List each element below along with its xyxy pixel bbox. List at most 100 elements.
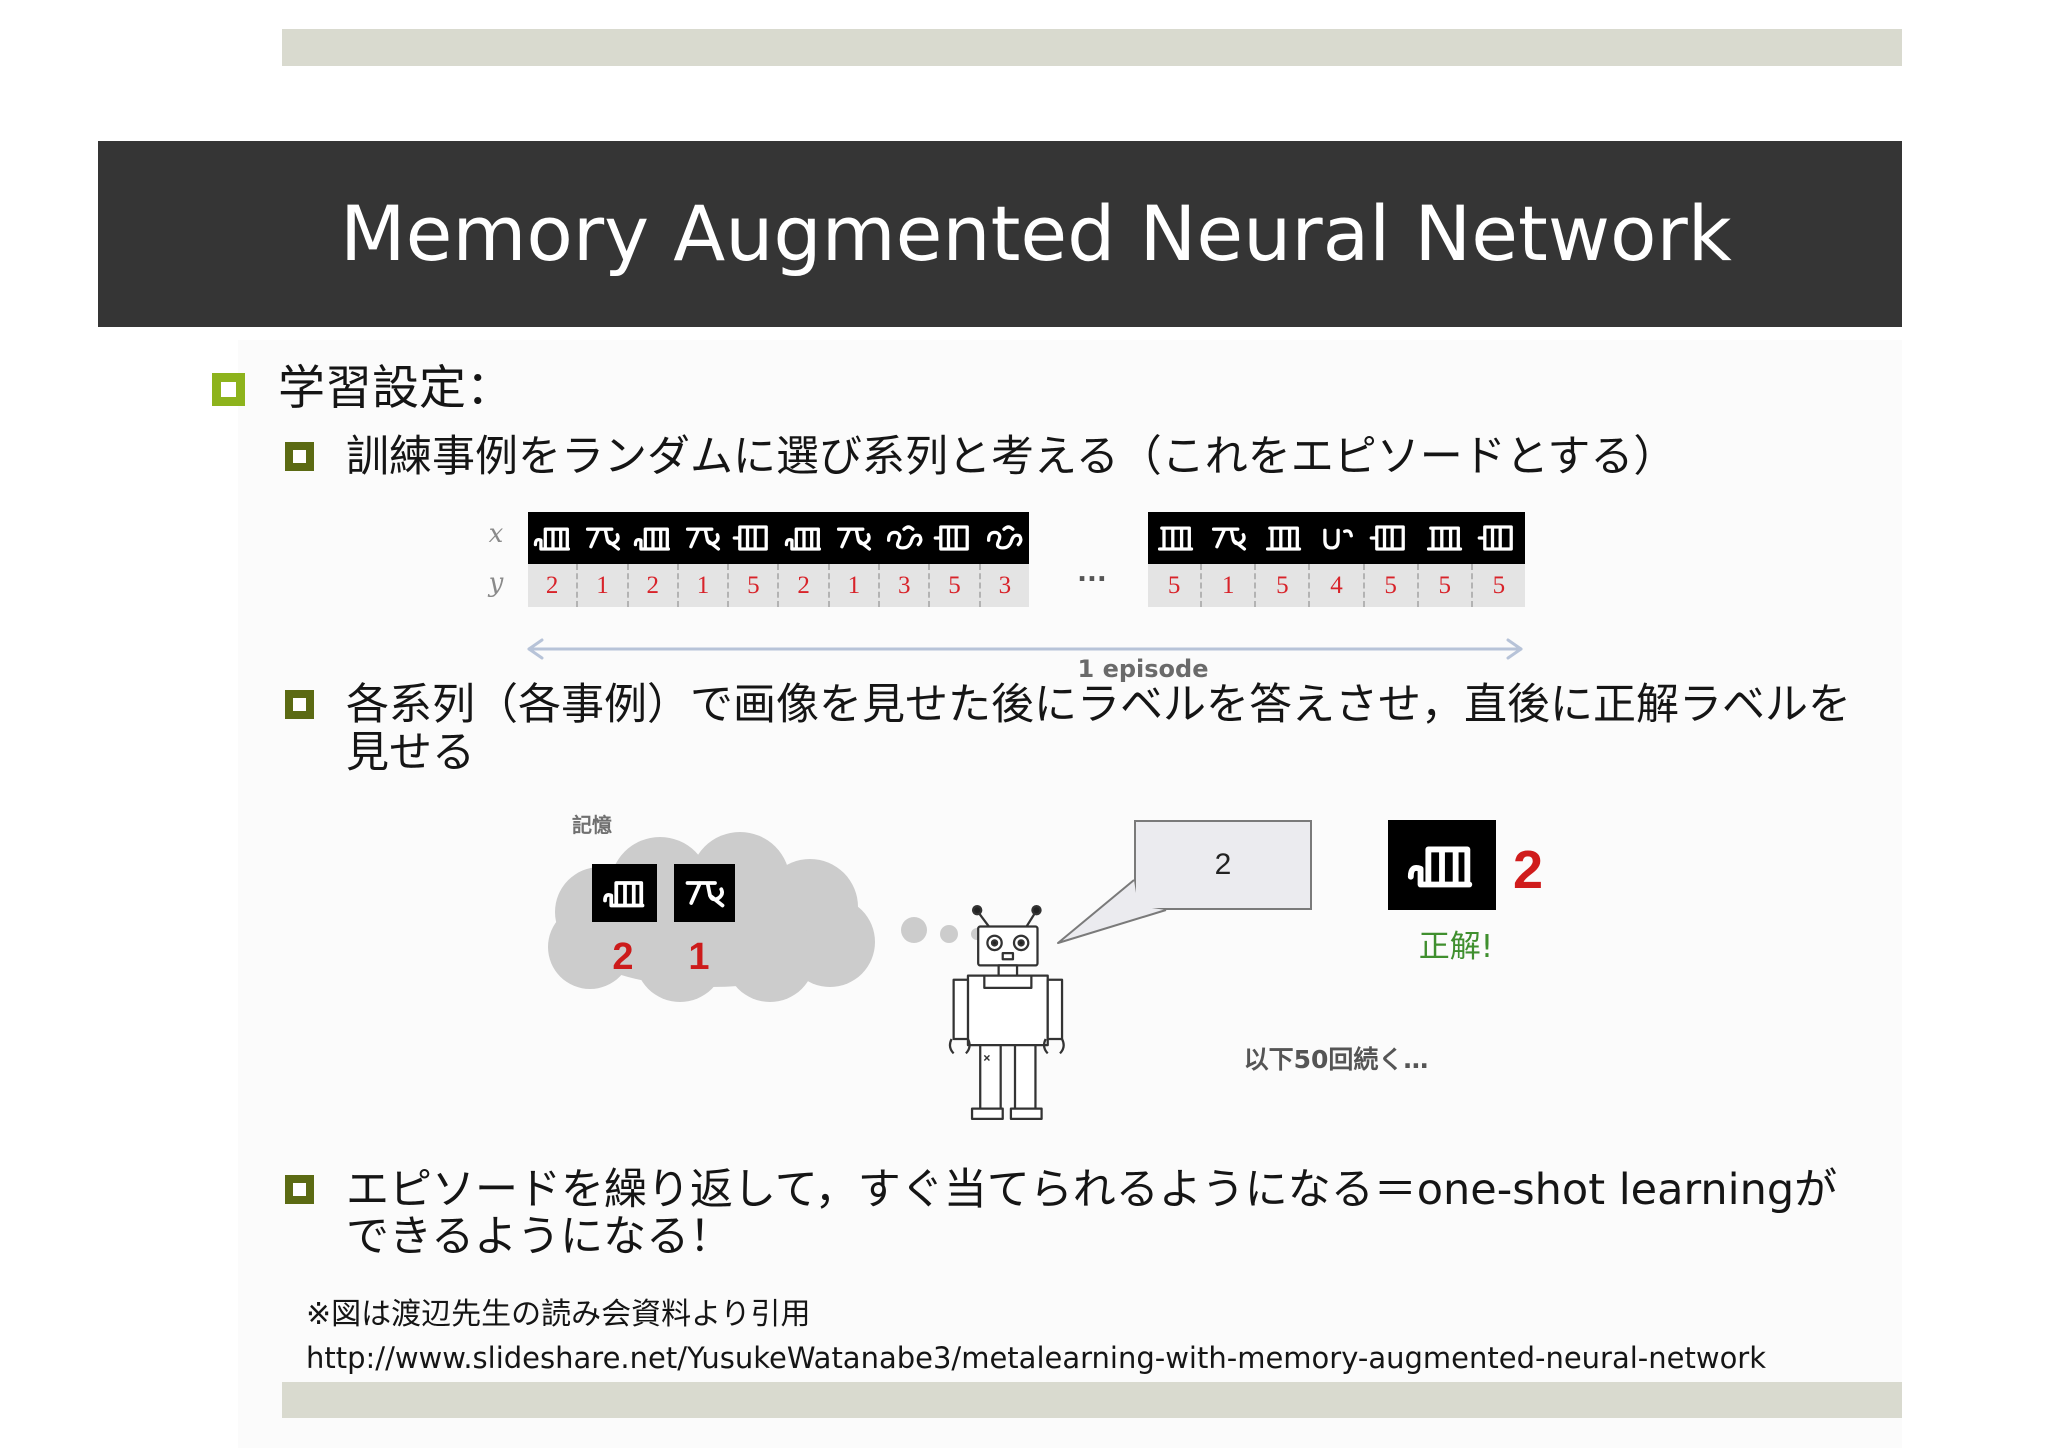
label-digit: 1 [1200,564,1254,607]
label-digit: 5 [1167,572,1181,599]
robot-body [948,974,1065,1055]
character-glyph-icon [982,516,1026,560]
label-digit: 3 [978,564,1029,607]
character-image [528,512,578,564]
character-glyph-icon [932,516,976,560]
robot-head [977,925,1039,977]
character-image [578,512,628,564]
label-digit: 5 [727,564,777,607]
character-glyph-icon [1261,516,1305,560]
bullet-item-episode: 訓練事例をランダムに選び系列と考える（これをエピソードとする） [346,432,1677,482]
image-row [1148,512,1525,564]
sub-bullet-square-icon [285,442,314,471]
label-digit: 3 [878,564,928,607]
character-image [879,512,929,564]
label-digit: 2 [626,564,677,607]
double-arrow-icon [527,638,1523,660]
sequence-ellipsis: ... [1077,558,1107,588]
character-image [1202,512,1256,564]
bullet-item-one-shot: エピソードを繰り返して，すぐ当てられるようになる＝one-shot learni… [346,1167,1837,1261]
character-image [1417,512,1471,564]
character-glyph-icon [531,516,575,560]
memory-character-image [674,864,735,922]
speech-bubble-tail [1057,879,1167,944]
bullet-square-icon [212,373,245,406]
character-image [778,512,828,564]
character-glyph-icon [1403,826,1481,904]
character-image [1471,512,1525,564]
memory-character-image [592,864,657,922]
character-image [1310,512,1364,564]
memory-label-digit: 1 [688,936,710,978]
character-glyph-icon [581,516,625,560]
bullet-line: 見せる [346,728,475,778]
memory-label: 記憶 [572,813,612,837]
shown-character-image [1388,820,1496,910]
top-decor-bar [282,29,1902,66]
label-digit: 2 [545,572,559,599]
character-image [1363,512,1417,564]
label-digit: 5 [1416,564,1471,607]
character-glyph-icon [1153,516,1197,560]
character-glyph-icon [681,516,725,560]
character-glyph-icon [1315,516,1359,560]
robot-illustration [948,904,1065,1120]
source-url: http://www.slideshare.net/YusukeWatanabe… [306,1341,1767,1375]
character-glyph-icon [1422,516,1466,560]
character-glyph-icon [1476,516,1520,560]
character-image [1256,512,1310,564]
character-image [829,512,879,564]
label-digit: 5 [928,564,978,607]
character-glyph-icon [832,516,876,560]
label-digit: 5 [1362,564,1417,607]
character-glyph-icon [882,516,926,560]
character-glyph-icon [782,516,826,560]
correct-label-digit: 2 [1512,840,1544,900]
character-glyph-icon [600,868,650,918]
character-image [929,512,979,564]
character-image [979,512,1029,564]
character-glyph-icon [631,516,675,560]
character-image [628,512,678,564]
sub-bullet-square-icon [285,1175,314,1204]
character-glyph-icon [731,516,775,560]
label-digit: 1 [576,564,626,607]
continuation-note: 以下50回続く… [1243,1045,1429,1074]
bottom-decor-bar [282,1382,1902,1418]
label-digit: 2 [777,564,827,607]
slide-title: Memory Augmented Neural Network [340,189,1732,278]
character-image [728,512,778,564]
title-bar [98,141,1902,327]
label-digit: 1 [676,564,727,607]
character-glyph-icon [1368,516,1412,560]
sub-bullet-square-icon [285,690,314,719]
label-digit: 5 [1254,564,1308,607]
citation-note: ※図は渡辺先生の読み会資料より引用 [306,1297,811,1332]
bullet-heading: 学習設定： [278,361,513,416]
content-background [238,340,1902,1448]
bullet-line: 各系列（各事例）で画像を見せた後にラベルを答えさせ，直後に正解ラベルを [346,680,1851,730]
character-image [1148,512,1202,564]
correct-feedback: 正解! [1418,929,1494,965]
x-row-label: x [488,519,504,549]
label-digit: 4 [1308,564,1362,607]
character-glyph-icon [1207,516,1251,560]
y-row-label: y [488,568,504,598]
bullet-line: できるようになる！ [346,1212,733,1262]
bullet-line: エピソードを繰り返して，すぐ当てられるようになる＝one-shot learni… [346,1165,1838,1215]
thought-dots [901,917,983,943]
label-digit: 1 [827,564,878,607]
speech-bubble: 2 [1134,820,1312,910]
bullet-item-feedback: 各系列（各事例）で画像を見せた後にラベルを答えさせ，直後に正解ラベルを 見せる [346,681,1851,777]
episode-span-label: 1 episode [1077,655,1209,683]
robot-answer: 2 [1214,848,1232,881]
label-digit: 5 [1470,564,1525,607]
image-row [528,512,1029,564]
character-glyph-icon [680,868,730,918]
memory-label-digit: 2 [612,936,634,978]
robot-antennae [971,904,1042,930]
